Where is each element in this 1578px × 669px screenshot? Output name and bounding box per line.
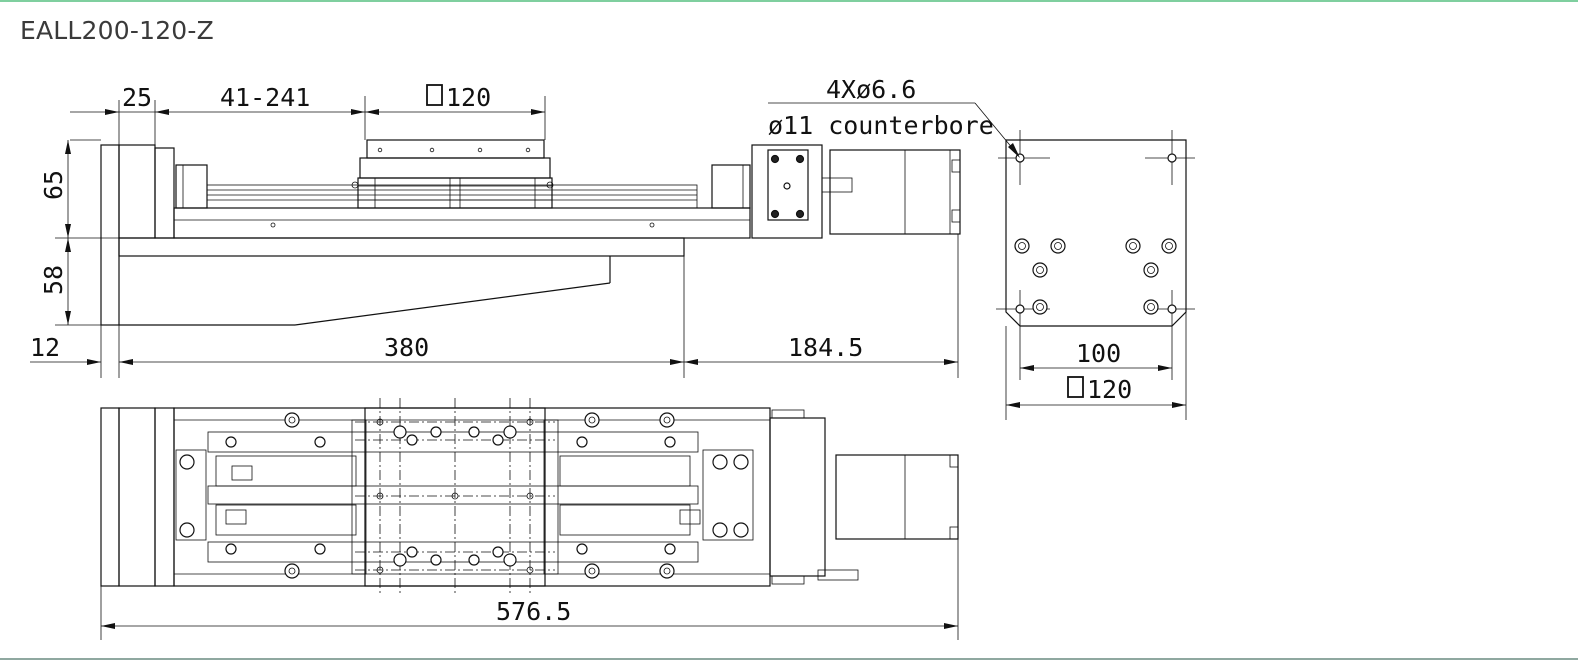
dim-25: 25 xyxy=(122,83,152,112)
dim-square-120-side: 120 xyxy=(1087,375,1132,404)
top-divider xyxy=(0,0,1578,2)
hole-spec-label: 4Xø6.6 xyxy=(826,75,916,104)
top-view xyxy=(100,398,959,594)
dim-square-120-top: 120 xyxy=(446,83,491,112)
end-view xyxy=(768,102,1195,420)
dim-65: 65 xyxy=(39,170,68,200)
counterbore-label: ø11 counterbore xyxy=(768,111,994,140)
overall-length-dimension xyxy=(100,539,959,640)
dim-576-5: 576.5 xyxy=(496,597,571,626)
page-title: EALL200-120-Z xyxy=(20,16,214,45)
dim-58: 58 xyxy=(39,265,68,295)
dim-184-5: 184.5 xyxy=(788,333,863,362)
dim-12: 12 xyxy=(30,333,60,362)
dim-41-241: 41-241 xyxy=(220,83,310,112)
dim-380: 380 xyxy=(384,333,429,362)
square-symbol-side xyxy=(1067,376,1084,398)
front-view xyxy=(100,139,961,326)
square-symbol-top xyxy=(426,84,443,106)
bottom-divider xyxy=(0,658,1578,660)
front-view-dimensions xyxy=(30,96,959,378)
dim-100: 100 xyxy=(1076,339,1121,368)
